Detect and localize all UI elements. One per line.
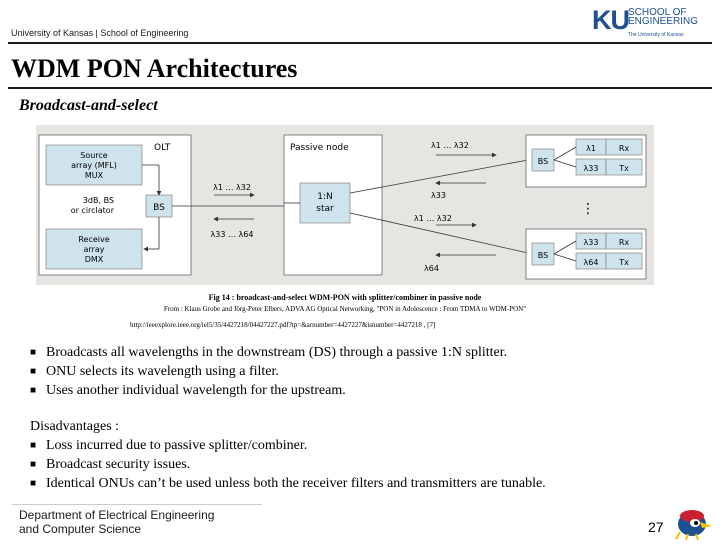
bullet-icon: ■ [30, 459, 37, 470]
svg-text:Tx: Tx [618, 164, 629, 173]
figure-source-url[interactable]: http://ieeexplore.ieee.org/iel5/35/44272… [130, 321, 436, 329]
svg-text:array: array [84, 245, 105, 254]
page-number: 27 [648, 519, 664, 535]
logo-school-name: SCHOOL OF ENGINEERING [628, 7, 699, 27]
bullet-icon: ■ [30, 478, 37, 489]
header-divider-top [8, 42, 712, 44]
svg-text:λ64: λ64 [424, 264, 439, 273]
star-box [299, 182, 351, 224]
source-array-box [45, 144, 143, 186]
svg-text:λ33: λ33 [584, 238, 599, 247]
disadvantages-list: Disadvantages : ■Loss incurred due to pa… [30, 417, 546, 493]
svg-text:λ64: λ64 [584, 258, 599, 267]
list-item: ■Identical ONUs can’t be used unless bot… [30, 476, 546, 491]
svg-text:λ33: λ33 [431, 191, 446, 200]
bullet-icon: ■ [30, 385, 37, 396]
svg-text:Rx: Rx [619, 144, 630, 153]
svg-text:BS: BS [538, 157, 548, 166]
list-item: ■Loss incurred due to passive splitter/c… [30, 438, 308, 453]
svg-text:Tx: Tx [618, 258, 629, 267]
onu-ellipsis: ⋮ [581, 201, 595, 217]
svg-text:λ1 … λ32: λ1 … λ32 [431, 141, 469, 150]
svg-text:BS: BS [153, 203, 165, 213]
svg-text:1:N: 1:N [317, 192, 333, 202]
svg-text:λ1: λ1 [586, 144, 596, 153]
svg-text:array (MFL): array (MFL) [71, 161, 117, 170]
list-item: ■Uses another individual wavelength for … [30, 383, 346, 398]
olt-label: OLT [154, 143, 171, 153]
svg-text:Source: Source [80, 151, 108, 160]
figure-source: From : Klaus Grobe and Jörg-Peter Elbers… [163, 305, 527, 313]
logo-tagline: The University of Kansas [628, 32, 684, 38]
bullet-icon: ■ [30, 366, 37, 377]
bullet-icon: ■ [30, 347, 37, 358]
architecture-diagram: OLT Source array (MFL) MUX 3dB, BS or ci… [36, 125, 654, 285]
slide-title: WDM PON Architectures [11, 54, 298, 83]
architecture-diagram-svg: OLT Source array (MFL) MUX 3dB, BS or ci… [38, 134, 647, 280]
svg-text:λ33 … λ64: λ33 … λ64 [211, 230, 254, 239]
svg-text:BS: BS [538, 251, 548, 260]
header-divider-bottom [8, 87, 712, 89]
ku-engineering-logo: KU SCHOOL OF ENGINEERING The University … [592, 5, 712, 39]
figure-caption: Fig 14 : broadcast-and-select WDM-PON wi… [208, 293, 482, 302]
svg-text:or circlator: or circlator [71, 206, 115, 215]
svg-text:MUX: MUX [85, 171, 104, 180]
list-item: ■Broadcasts all wavelengths in the downs… [30, 345, 508, 360]
receive-array-box [45, 228, 143, 270]
bullet-list: ■Broadcasts all wavelengths in the downs… [30, 343, 507, 400]
svg-text:3dB, BS: 3dB, BS [83, 196, 114, 205]
footer-department: Department of Electrical Engineering and… [19, 508, 215, 536]
list-item: ■ONU selects its wavelength using a filt… [30, 364, 279, 379]
footer-divider [12, 504, 262, 505]
ku-logo-mark: KU [592, 5, 630, 35]
svg-text:λ1 … λ32: λ1 … λ32 [414, 214, 452, 223]
passive-node-label: Passive node [290, 143, 349, 153]
svg-text:DMX: DMX [85, 255, 104, 264]
jayhawk-mascot-icon [666, 504, 714, 541]
svg-text:Rx: Rx [619, 238, 630, 247]
svg-text:star: star [316, 204, 334, 214]
slide-subtitle: Broadcast-and-select [19, 97, 158, 114]
institution-header: University of Kansas | School of Enginee… [11, 28, 189, 38]
list-item: ■Broadcast security issues. [30, 457, 191, 472]
svg-text:λ1 … λ32: λ1 … λ32 [213, 183, 251, 192]
disadvantages-heading: Disadvantages : [30, 419, 120, 434]
bullet-icon: ■ [30, 440, 37, 451]
svg-text:λ33: λ33 [584, 164, 599, 173]
svg-text:Receive: Receive [78, 235, 109, 244]
